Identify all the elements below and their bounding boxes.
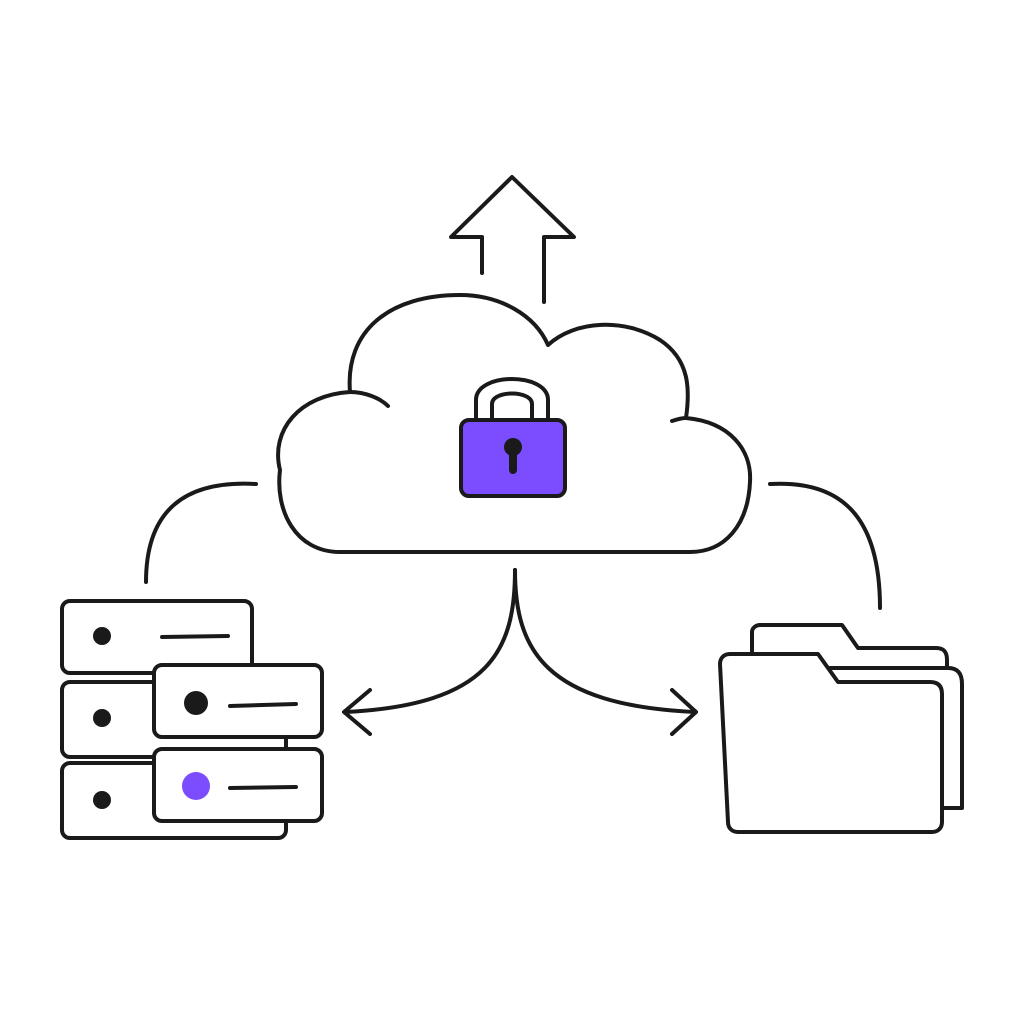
connector-cloud-to-server	[144, 481, 258, 584]
connector-cloud-to-folder	[768, 481, 882, 610]
folder-icon	[718, 623, 964, 834]
arrowhead-left	[342, 688, 372, 736]
split-connector	[343, 568, 697, 714]
padlock-icon	[459, 377, 567, 498]
arrowhead-right	[670, 688, 698, 736]
upload-arrow-icon	[449, 175, 576, 304]
server-stack-icon	[60, 599, 324, 840]
